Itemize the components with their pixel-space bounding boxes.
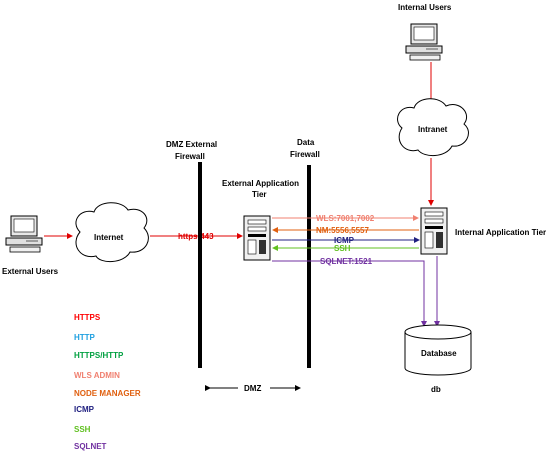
external-app-server-icon xyxy=(243,215,271,261)
legend-item-wls-admin: WLS ADMIN xyxy=(74,371,120,380)
legend-item-http: HTTP xyxy=(74,333,96,342)
wls-label: WLS:7001,7002 xyxy=(316,214,375,223)
database-cylinder-icon xyxy=(404,324,472,376)
legend-item-ssh: SSH xyxy=(74,425,91,434)
data-firewall-label-line1: Data xyxy=(297,138,315,147)
intranet-cloud-icon xyxy=(397,98,469,156)
https-443-label: https:443 xyxy=(178,232,214,241)
legend-item-sqlnet: SQLNET xyxy=(74,442,107,451)
legend-item-icmp: ICMP xyxy=(74,405,95,414)
internal-users-computer-icon xyxy=(405,23,443,61)
legend-item-https-http: HTTPS/HTTP xyxy=(74,351,124,360)
internal-app-tier-label: Internal Application Tier xyxy=(455,228,546,237)
internal-app-server-icon xyxy=(420,207,448,255)
dmz-label-bg xyxy=(238,382,270,394)
dmz-label: DMZ xyxy=(244,384,261,393)
internet-label: Internet xyxy=(94,233,124,242)
protocol-legend: HTTPS HTTP HTTPS/HTTP WLS ADMIN NODE MANAGER… xyxy=(74,313,141,451)
dmz-external-firewall-label-line2: Firewall xyxy=(175,152,205,161)
ssh-label: SSH xyxy=(334,244,351,253)
icmp-label: ICMP xyxy=(334,236,355,245)
internet-cloud-icon xyxy=(75,202,149,262)
external-app-tier-label-line1: External Application xyxy=(222,179,299,188)
external-users-label: External Users xyxy=(2,267,59,276)
sqlnet-label: SQLNET:1521 xyxy=(320,257,373,266)
external-users-computer-icon xyxy=(5,215,43,253)
db-label: db xyxy=(431,385,441,394)
dmz-external-firewall-label-line1: DMZ External xyxy=(166,140,217,149)
database-label: Database xyxy=(421,349,457,358)
data-firewall-label-line2: Firewall xyxy=(290,150,320,159)
nm-label: NM:5556,5557 xyxy=(316,226,369,235)
sqlnet-external-line xyxy=(272,260,427,327)
external-app-tier-label-line2: Tier xyxy=(252,190,267,199)
intranet-label: Intranet xyxy=(418,125,448,134)
internal-users-label: Internal Users xyxy=(398,3,452,12)
legend-item-https: HTTPS xyxy=(74,313,101,322)
legend-item-node-manager: NODE MANAGER xyxy=(74,389,141,398)
